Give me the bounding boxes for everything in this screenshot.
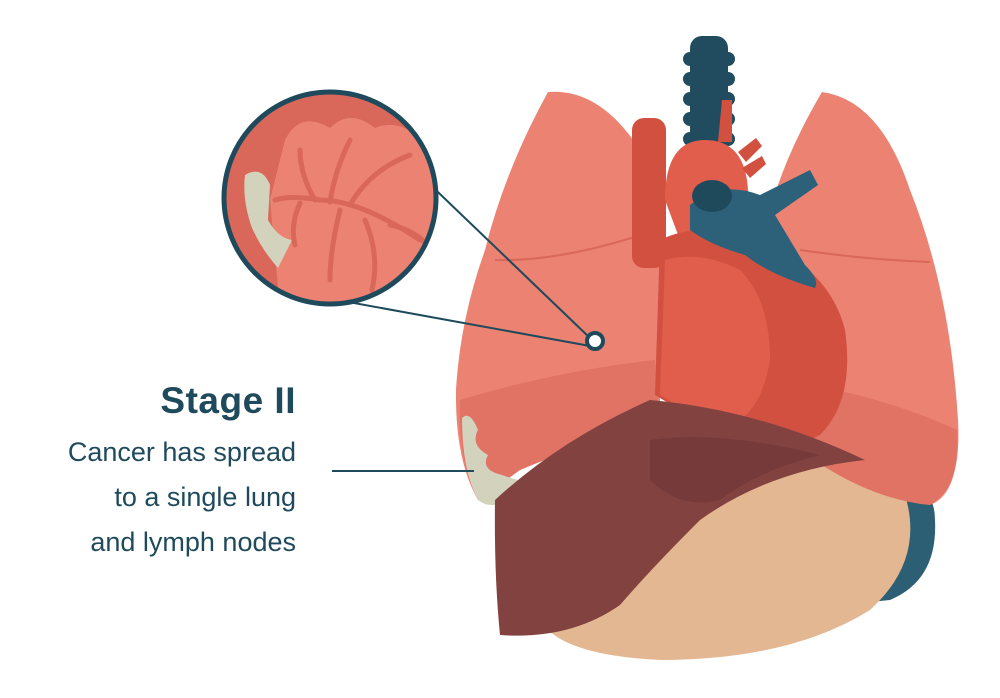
callout-marker (585, 331, 605, 351)
heart-illustration (655, 170, 848, 447)
left-lung-lower-lobe (459, 360, 660, 500)
caption-line-1: Cancer has spread (67, 437, 296, 467)
stage-caption: Stage II Cancer has spread to a single l… (68, 380, 296, 565)
caption-line-3: and lymph nodes (90, 527, 296, 557)
callout-line-bottom (309, 294, 591, 347)
tumor-patch (462, 415, 530, 505)
stage-title: Stage II (160, 380, 296, 421)
magnifier-callout (221, 89, 439, 307)
vessel-left (632, 118, 666, 268)
caption-line-2: to a single lung (114, 482, 296, 512)
